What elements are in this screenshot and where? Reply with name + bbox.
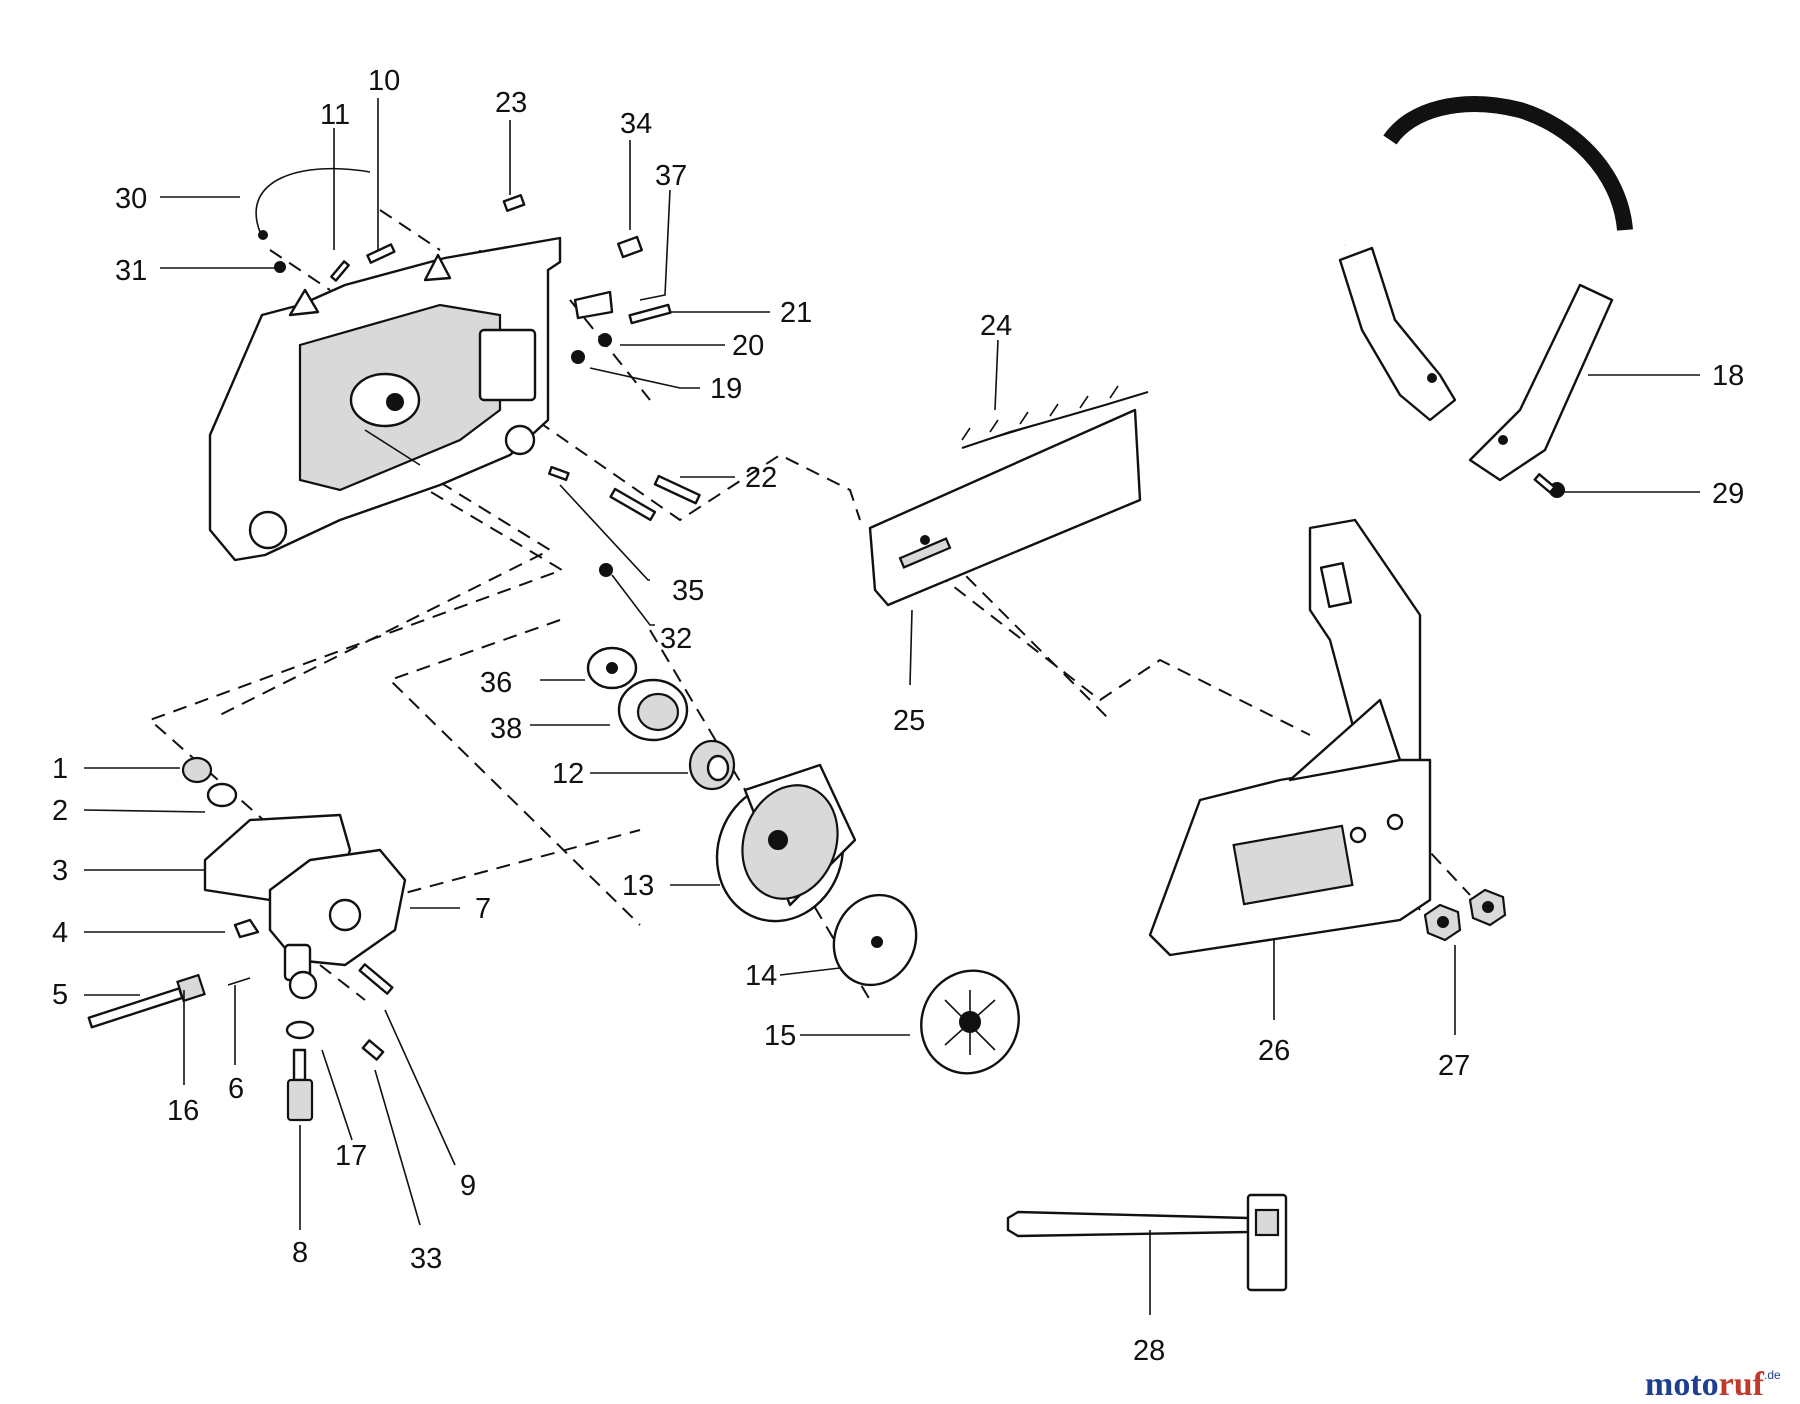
callout-15: 15 <box>764 1020 796 1052</box>
callout-18: 18 <box>1712 360 1744 392</box>
callout-20: 20 <box>732 330 764 362</box>
callout-25: 25 <box>893 705 925 737</box>
callout-9: 9 <box>460 1170 476 1202</box>
callout-32: 32 <box>660 623 692 655</box>
callout-22: 22 <box>745 462 777 494</box>
callout-12: 12 <box>552 758 584 790</box>
callout-7: 7 <box>475 893 491 925</box>
clutch-housing <box>208 236 562 562</box>
callout-36: 36 <box>480 667 512 699</box>
callout-30: 30 <box>115 183 147 215</box>
callout-38: 38 <box>490 713 522 745</box>
watermark-logo: motoruf.de <box>1645 1366 1781 1403</box>
watermark-tld: .de <box>1764 1368 1781 1382</box>
callout-34: 34 <box>620 108 652 140</box>
callout-5: 5 <box>52 979 68 1011</box>
callout-28: 28 <box>1133 1335 1165 1367</box>
watermark-brand-b: ruf <box>1719 1366 1765 1403</box>
callout-26: 26 <box>1258 1035 1290 1067</box>
saw-chain <box>961 385 1149 449</box>
oil-line <box>255 167 371 240</box>
callout-2: 2 <box>52 795 68 827</box>
callout-6: 6 <box>228 1073 244 1105</box>
screw-29 <box>1533 473 1556 494</box>
callout-17: 17 <box>335 1140 367 1172</box>
svg-text:motoruf.de: motoruf.de <box>1645 1366 1781 1403</box>
leader-lines <box>83 98 1700 1315</box>
callout-labels: 1 2 3 4 5 6 7 8 9 10 11 12 13 14 15 16 1… <box>52 65 1744 1367</box>
callout-23: 23 <box>495 87 527 119</box>
callout-29: 29 <box>1712 478 1744 510</box>
sprocket-cover <box>1148 518 1432 957</box>
needle-bearing-12 <box>688 739 736 791</box>
callout-4: 4 <box>52 917 68 949</box>
sprocket-38 <box>617 678 689 742</box>
callout-16: 16 <box>167 1095 199 1127</box>
clutch-15 <box>920 969 1020 1075</box>
callout-33: 33 <box>410 1243 442 1275</box>
callout-24: 24 <box>980 310 1012 342</box>
callout-37: 37 <box>655 160 687 192</box>
callout-35: 35 <box>672 575 704 607</box>
front-handle <box>1323 45 1675 498</box>
guide-bar <box>868 408 1142 607</box>
callout-27: 27 <box>1438 1050 1470 1082</box>
callout-10: 10 <box>368 65 400 97</box>
callout-8: 8 <box>292 1237 308 1269</box>
callout-14: 14 <box>745 960 777 992</box>
callout-1: 1 <box>52 753 68 785</box>
clutch-cover-14 <box>832 893 918 987</box>
callout-19: 19 <box>710 373 742 405</box>
callout-13: 13 <box>622 870 654 902</box>
bar-nuts <box>1423 888 1507 942</box>
callout-3: 3 <box>52 855 68 887</box>
small-fasteners-top <box>274 194 701 577</box>
callout-11: 11 <box>320 99 350 131</box>
oil-pump-assembly <box>87 756 407 1122</box>
clutch-drum-13 <box>715 763 857 923</box>
combination-wrench <box>1006 1193 1288 1292</box>
callout-31: 31 <box>115 255 147 287</box>
washer-36 <box>586 646 638 690</box>
watermark-brand-a: moto <box>1645 1366 1719 1403</box>
callout-21: 21 <box>780 297 812 329</box>
